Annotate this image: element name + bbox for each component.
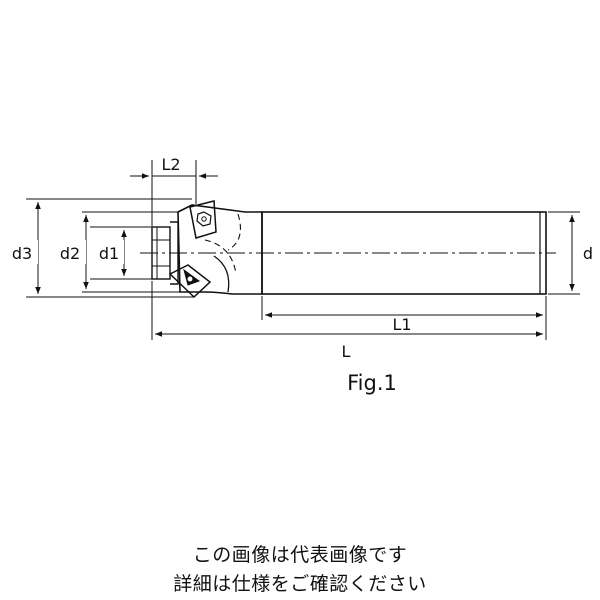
label-d2: d2 (60, 244, 80, 263)
dimension-labels: d3 d2 d1 d L2 L1 L (8, 155, 593, 361)
label-L2: L2 (161, 155, 180, 174)
figure-label: Fig.1 (347, 371, 397, 395)
extension-lines (26, 160, 580, 340)
label-d3: d3 (12, 244, 32, 263)
label-L: L (342, 342, 351, 361)
upper-insert (189, 200, 217, 239)
label-L1: L1 (392, 315, 411, 334)
label-d: d (583, 244, 593, 263)
lower-insert (168, 264, 212, 299)
cutter-head (151, 204, 263, 295)
caption-line-1: この画像は代表画像です (192, 544, 408, 566)
label-d1: d1 (99, 244, 119, 263)
caption-line-2: 詳細は仕様をご確認ください (173, 573, 427, 595)
